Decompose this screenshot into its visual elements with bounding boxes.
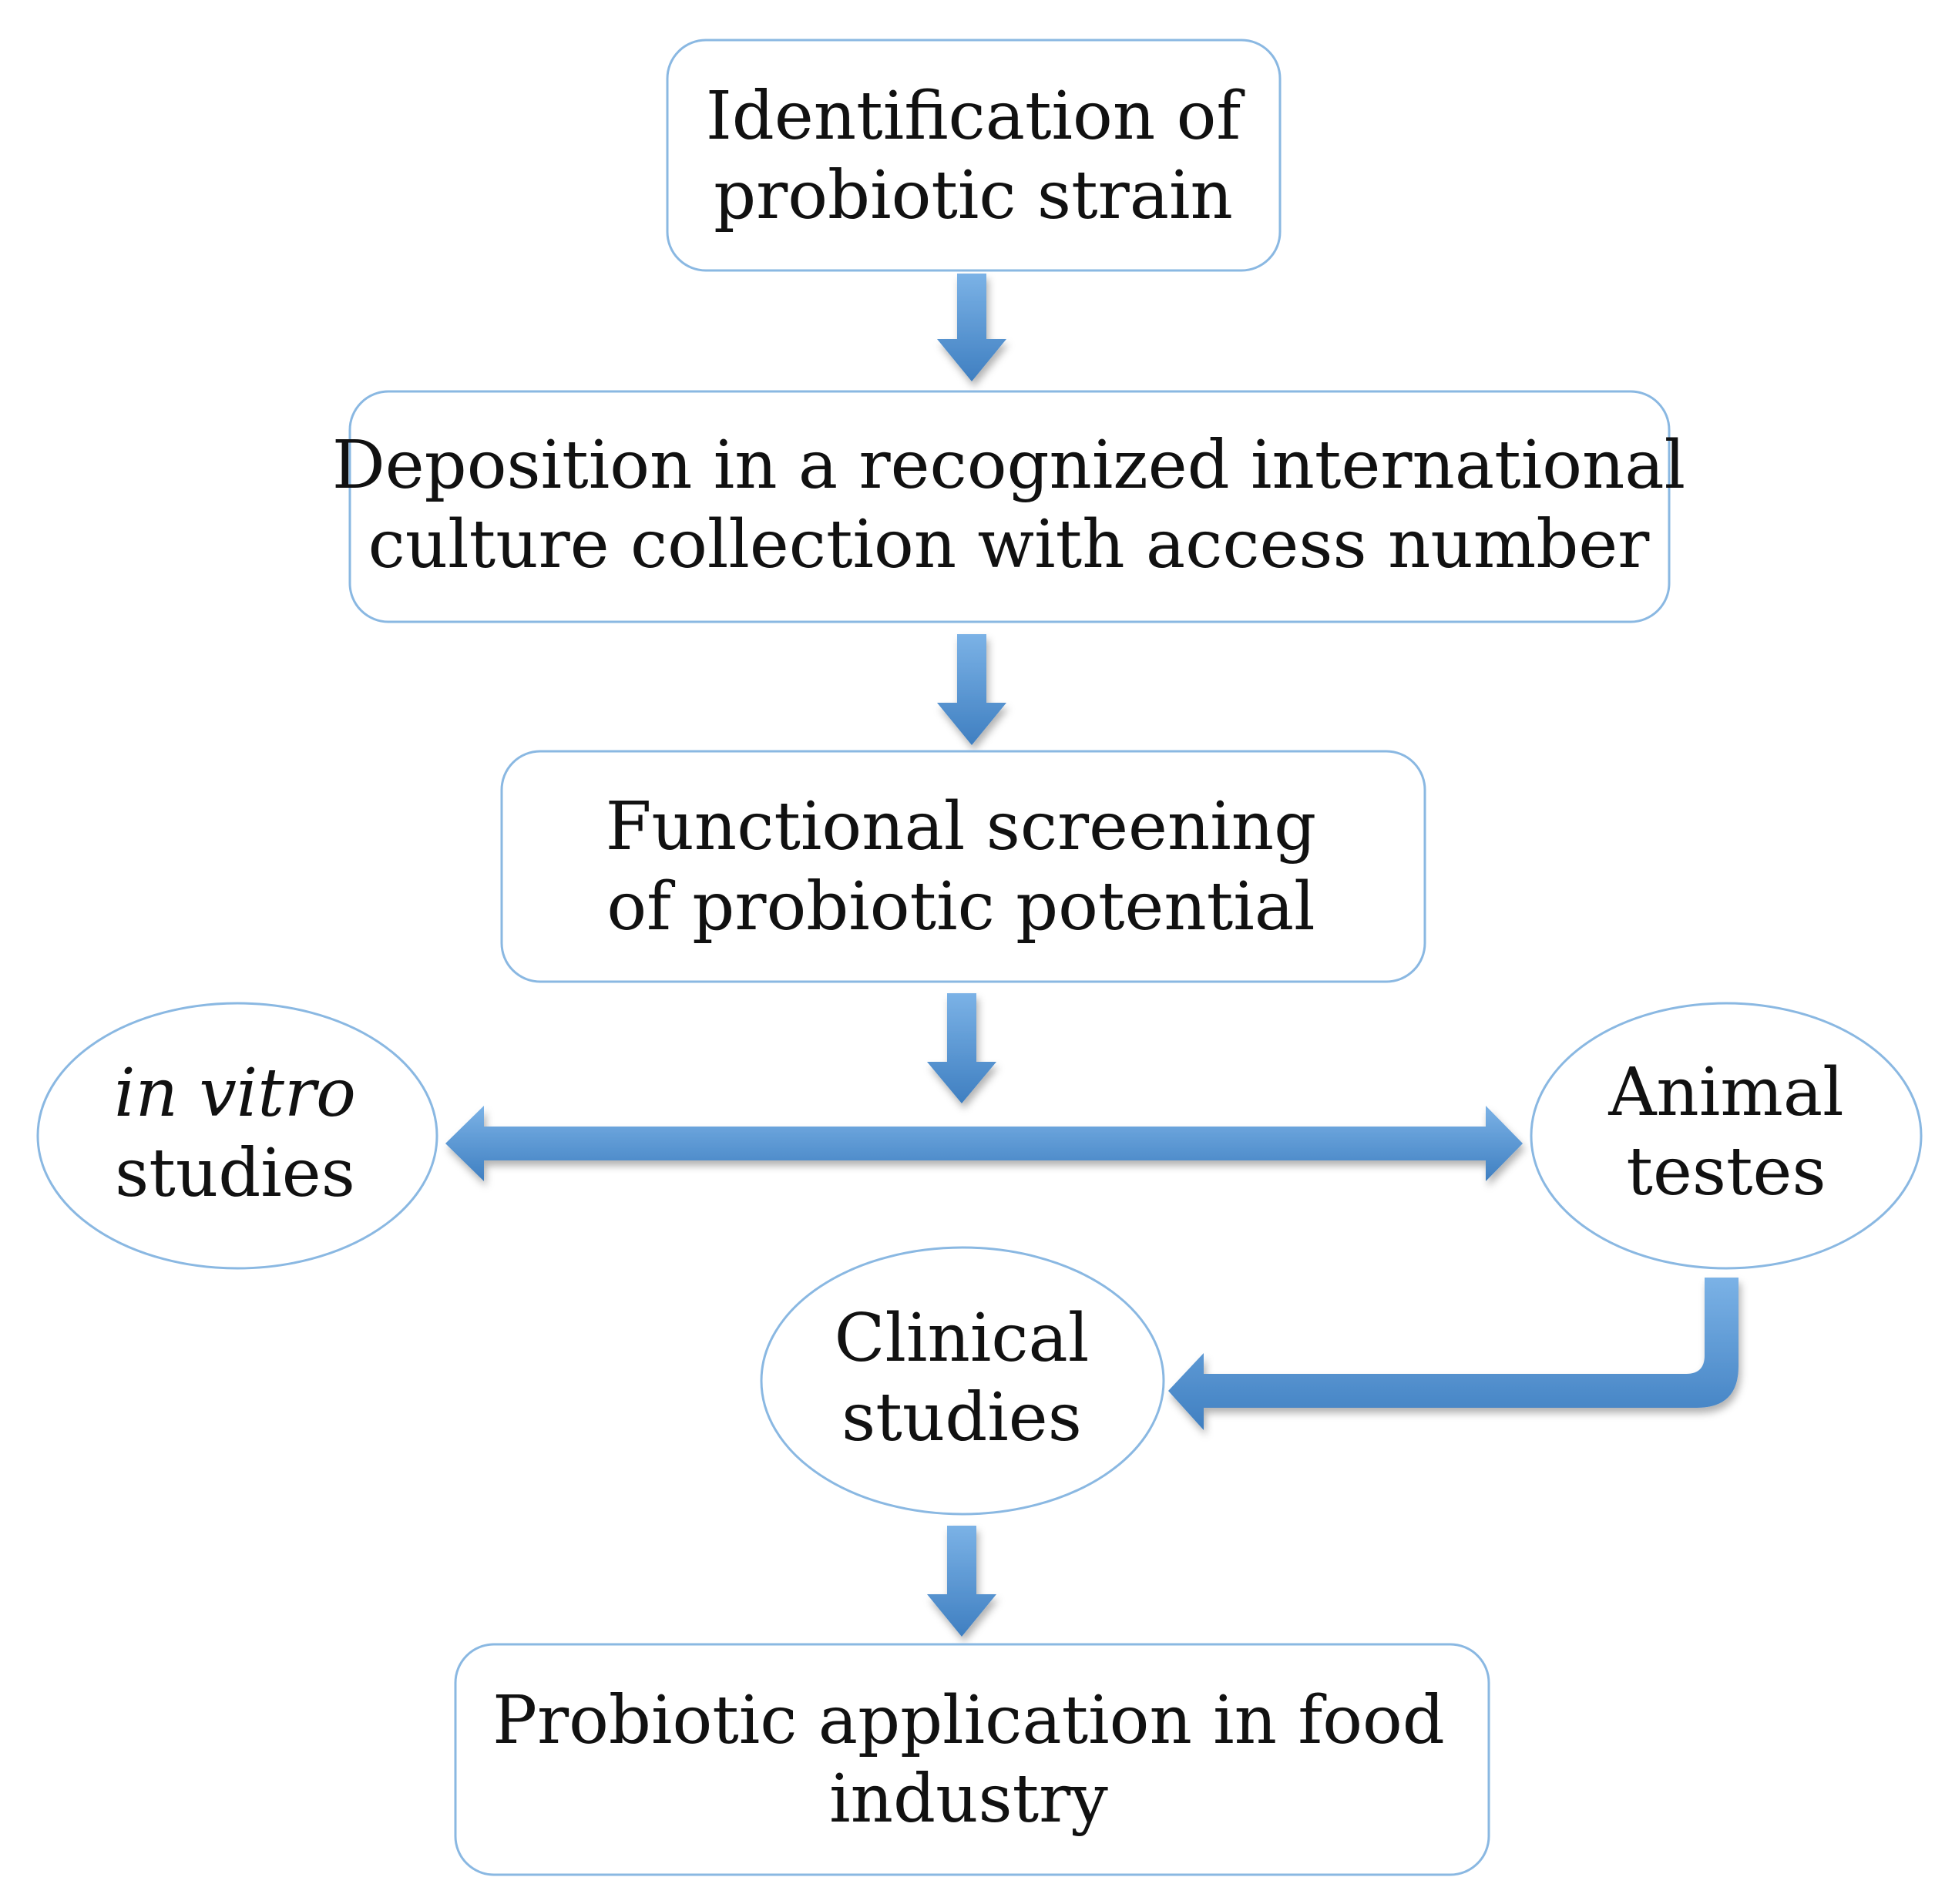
in-vitro-text-1: in vitro (114, 1055, 356, 1132)
animal-text-1: Animal (1607, 1054, 1843, 1131)
deposition-box (348, 390, 1671, 623)
functional-screening-text-1: Functional screening (606, 788, 1316, 865)
arrow-down-2 (937, 634, 1006, 745)
identification-box (666, 39, 1282, 272)
deposition-text-1: Deposition in a recognized international (332, 427, 1685, 504)
elbow-arrow-animal-to-clinical (1168, 1278, 1738, 1430)
animal-ellipse (1530, 1002, 1923, 1270)
in-vitro-ellipse (36, 1002, 438, 1270)
arrow-down-4 (927, 1526, 996, 1637)
functional-screening-text-2: of probiotic potential (606, 868, 1315, 945)
clinical-text-1: Clinical (835, 1300, 1090, 1377)
clinical-ellipse (760, 1246, 1165, 1516)
functional-screening-box (500, 750, 1426, 983)
double-arrow-horizontal (445, 1106, 1523, 1181)
identification-text-1: Identification of (706, 78, 1245, 155)
deposition-text-2: culture collection with access number (368, 506, 1651, 583)
application-text-2: industry (829, 1761, 1108, 1838)
arrow-down-3 (927, 993, 996, 1103)
animal-text-2: testes (1626, 1133, 1826, 1211)
identification-text-2: probiotic strain (714, 157, 1233, 234)
clinical-text-2: studies (842, 1379, 1082, 1456)
application-box (454, 1643, 1490, 1876)
arrow-down-1 (937, 274, 1006, 381)
application-text-1: Probiotic application in food (492, 1682, 1445, 1759)
in-vitro-text-2: studies (115, 1135, 355, 1212)
